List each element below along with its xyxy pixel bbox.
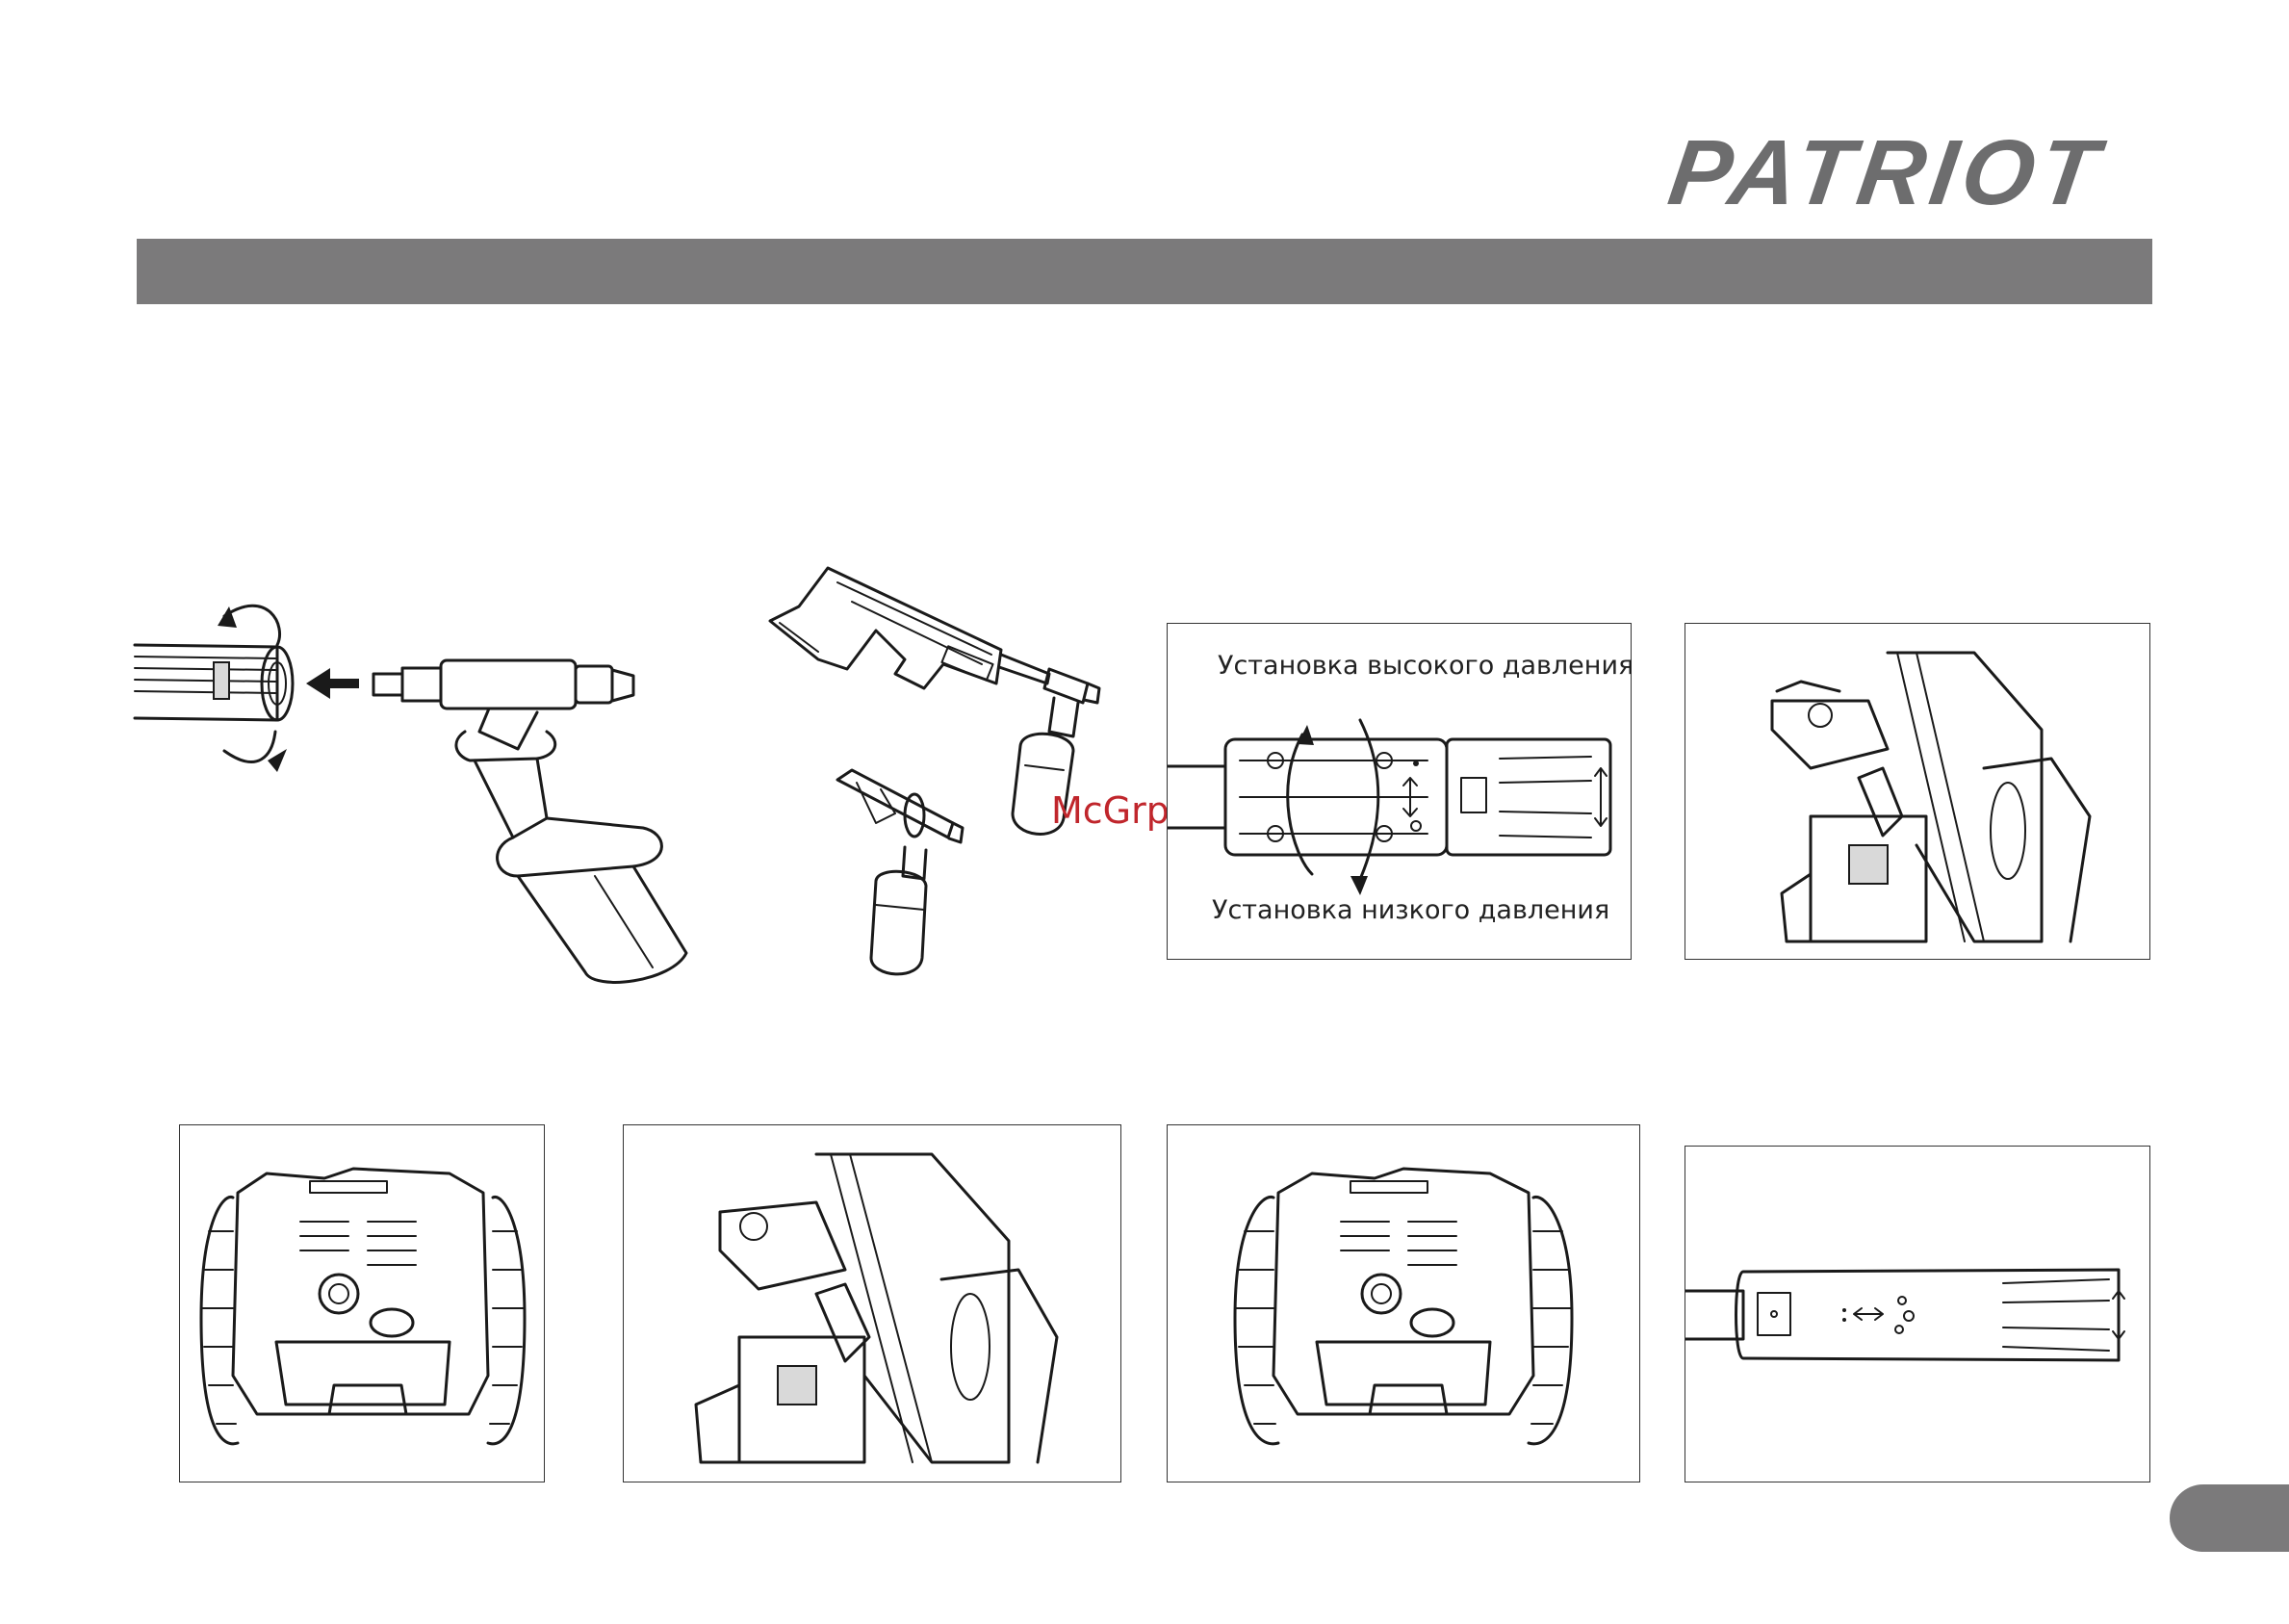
foam-bottle-attach-illustration xyxy=(133,587,710,992)
low-pressure-label: Установка низкого давления xyxy=(1212,895,1609,925)
figure-machine-side-top xyxy=(1685,623,2150,960)
figure-foam-bottle-attach xyxy=(133,587,710,992)
high-pressure-label: Установка высокого давления xyxy=(1218,651,1633,681)
machine-side-illustration-2 xyxy=(624,1125,1122,1483)
machine-front-illustration-2 xyxy=(1168,1125,1641,1483)
machine-front-illustration-1 xyxy=(180,1125,546,1483)
page-number-tab xyxy=(2170,1484,2289,1552)
figure-machine-front-1 xyxy=(179,1124,545,1482)
figure-gun-with-foam-bottle xyxy=(760,563,1126,987)
figure-nozzle-low-pressure xyxy=(1685,1146,2150,1482)
brand-logo: PATRIOT xyxy=(1664,130,2158,217)
figure-machine-front-2 xyxy=(1167,1124,1640,1482)
gun-foam-bottle-illustration xyxy=(760,563,1126,987)
machine-side-illustration xyxy=(1685,624,2151,961)
nozzle-illustration xyxy=(1685,1147,2151,1483)
section-header-bar xyxy=(137,239,2152,304)
figure-pressure-adjust: Установка высокого давления Установка ни… xyxy=(1167,623,1632,960)
figure-machine-side-bottom xyxy=(623,1124,1121,1482)
